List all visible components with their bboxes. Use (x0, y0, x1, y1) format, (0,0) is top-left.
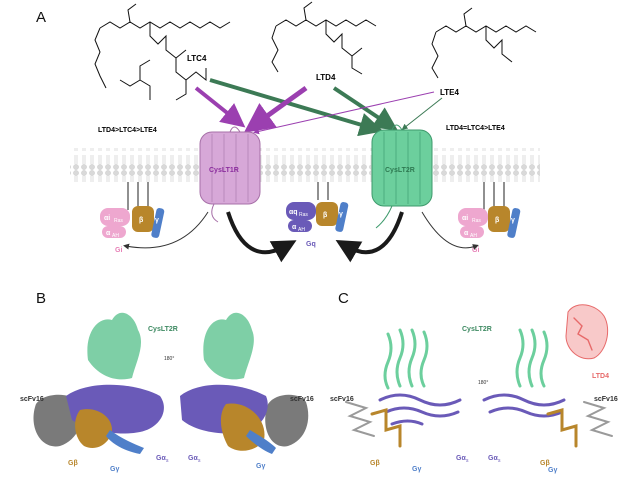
c-galpha-left: Gα (456, 455, 466, 462)
ltc4-to-cyslt1r-arrow (194, 86, 246, 128)
panel-label-b: B (36, 290, 46, 307)
gi-protein-left (100, 182, 165, 238)
gi-label-left: Gi (115, 247, 122, 254)
cyslt1r-receptor (199, 126, 261, 223)
gq-protein-center (286, 182, 349, 232)
gq-label: Gq (306, 241, 316, 248)
ggamma-left: γ (155, 217, 159, 224)
b-cyslt2r-label: CysLT2R (148, 326, 178, 333)
c-galpha-right: Gα (488, 455, 498, 462)
cell-membrane (70, 148, 540, 182)
ltd4-to-cyslt1r-arrow (243, 85, 308, 133)
gi-alpha-right: αi (462, 215, 468, 222)
ltd4-to-cyslt2r-arrow (332, 86, 398, 131)
c-gbeta-right: Gβ (540, 460, 550, 467)
ggamma-center: γ (339, 211, 343, 218)
gi-alpha-left: αi (104, 215, 110, 222)
c-ltd4-label: LTD4 (592, 373, 609, 380)
gbeta-right: β (495, 217, 500, 224)
gi-alpha-sub-left: Ras (114, 218, 123, 224)
b-galpha-sub-right: s (198, 458, 201, 464)
b-scfv16-right: scFv16 (290, 396, 314, 403)
c-scfv16-right: scFv16 (594, 396, 618, 403)
panel-label-c: C (338, 290, 349, 307)
panel-label-a: A (36, 9, 46, 26)
cyslt2r-label: CysLT2R (385, 167, 415, 174)
lte4-to-cyslt2r-arrow (401, 97, 443, 130)
b-gbeta-left: Gβ (68, 460, 78, 467)
gi-ah-sub-left: AH (112, 233, 119, 239)
ltd4-label: LTD4 (316, 73, 336, 82)
gi-ah-right: α (464, 230, 469, 237)
b-galpha-left: Gα (156, 455, 166, 462)
ltc4-to-cyslt2r-arrow (209, 78, 384, 137)
c-gbeta-left: Gβ (370, 460, 380, 467)
ltd4-structure (271, 1, 377, 75)
b-rotation-label: 180° (164, 356, 174, 362)
c-ggamma-left: Gγ (412, 466, 421, 473)
gi-label-right: Gi (472, 247, 479, 254)
b-ggamma-left: Gγ (110, 466, 119, 473)
cyslt1r-to-gi-arrow (123, 211, 209, 250)
panel-c-ribbon-models (345, 304, 613, 448)
ltc4-label: LTC4 (187, 54, 207, 63)
lte4-to-cyslt1r-arrow (253, 91, 435, 135)
cyslt2r-potency: LTD4=LTC4>LTE4 (446, 125, 505, 132)
gi-alpha-sub-right: Ras (472, 218, 481, 224)
panel-b-density-maps (33, 312, 309, 454)
gi-protein-right (458, 182, 521, 238)
c-ggamma-right: Gγ (548, 467, 557, 474)
gbeta-left: β (139, 217, 144, 224)
c-rotation-label: 180° (478, 380, 488, 386)
c-cyslt2r-label: CysLT2R (462, 326, 492, 333)
lte4-structure (431, 7, 537, 79)
b-galpha-sub-left: s (166, 458, 169, 464)
gi-ah-left: α (106, 230, 111, 237)
ggamma-right: γ (511, 217, 515, 224)
ltc4-structure (94, 3, 231, 101)
b-ggamma-right: Gγ (256, 463, 265, 470)
cyslt2r-to-gq-arrow (335, 211, 404, 263)
gq-alpha-sub: Ras (299, 212, 308, 218)
b-galpha-right: Gα (188, 455, 198, 462)
cyslt1r-label: CysLT1R (209, 167, 239, 174)
b-scfv16-left: scFv16 (20, 396, 44, 403)
cyslt1r-to-gq-arrow (226, 211, 297, 263)
cyslt1r-potency: LTD4>LTC4>LTE4 (98, 127, 157, 134)
gq-ah: α (292, 224, 297, 231)
cyslt2r-to-gi-arrow (421, 211, 479, 250)
gi-ah-sub-right: AH (470, 233, 477, 239)
c-galpha-sub-left: s (466, 458, 469, 464)
cyslt2r-receptor (371, 124, 433, 229)
gq-alpha: αq (289, 209, 298, 216)
gbeta-center: β (323, 212, 328, 219)
gq-ah-sub: AH (298, 227, 305, 233)
c-galpha-sub-right: s (498, 458, 501, 464)
c-scfv16-left: scFv16 (330, 396, 354, 403)
lte4-label: LTE4 (440, 88, 460, 97)
